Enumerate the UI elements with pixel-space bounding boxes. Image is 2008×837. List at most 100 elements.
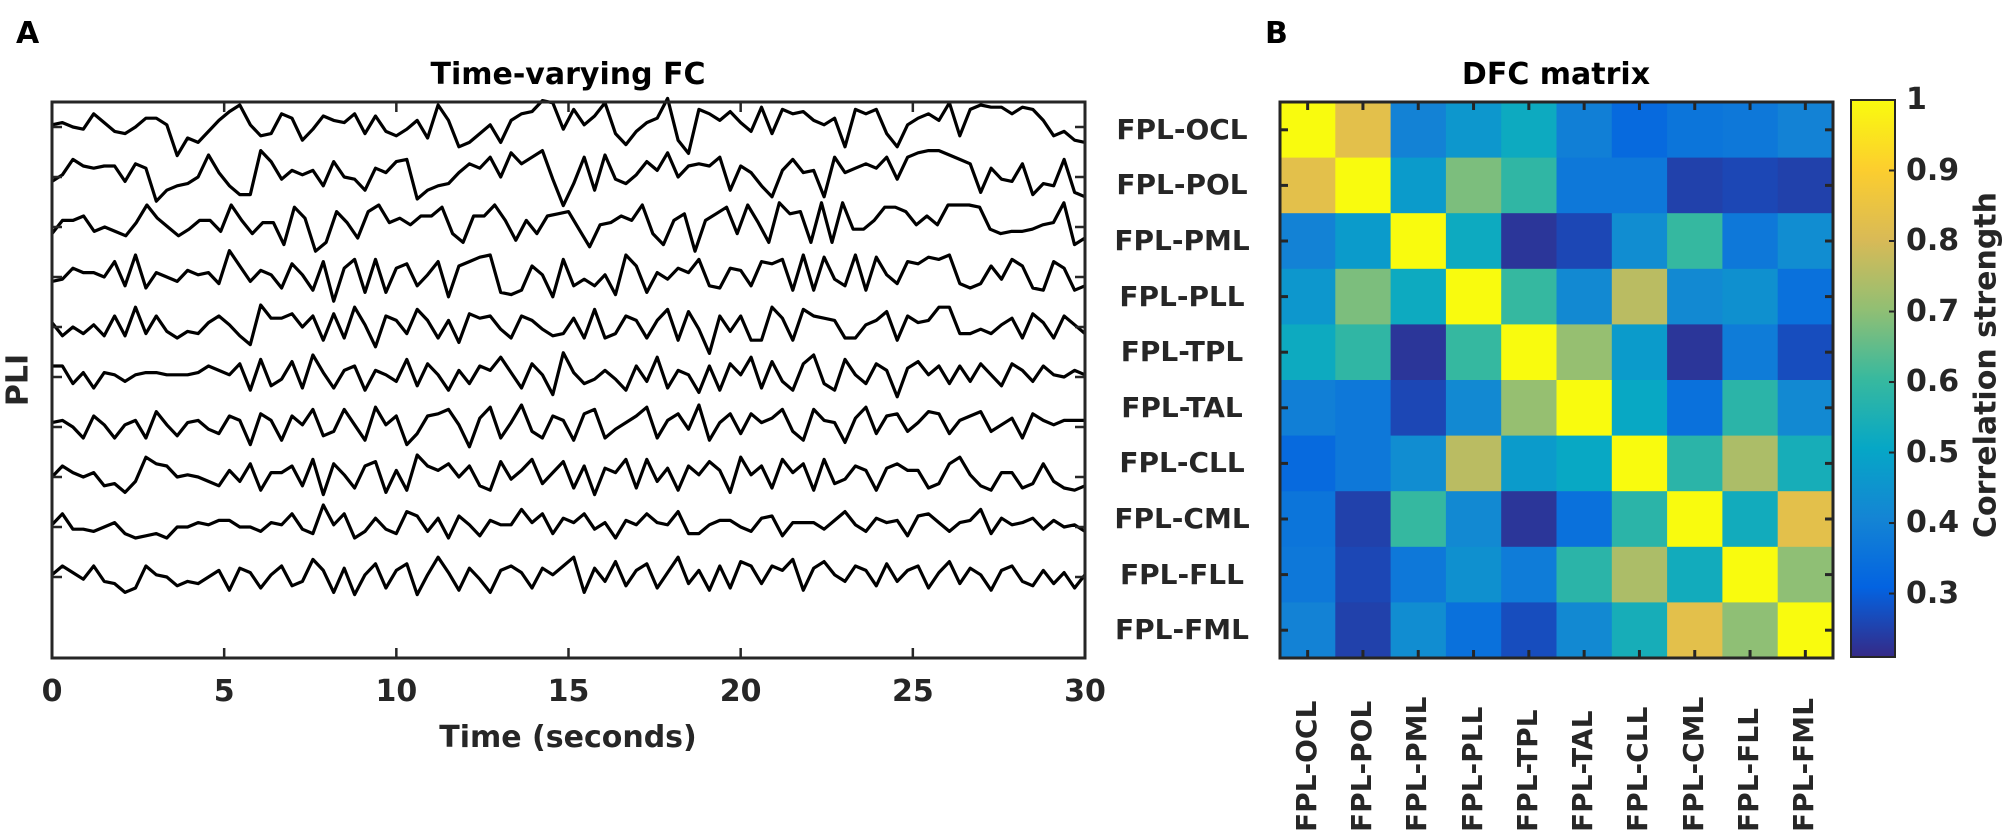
heatmap-cell — [1390, 157, 1447, 214]
heatmap-cell — [1390, 602, 1447, 659]
heatmap-cell — [1501, 602, 1558, 659]
heatmap-cell — [1445, 102, 1502, 159]
x-tick-label: 10 — [375, 674, 418, 709]
heatmap-frame — [1278, 100, 1835, 660]
heatmap-cell — [1280, 602, 1336, 659]
heatmap-cell — [1390, 491, 1447, 548]
heatmap-cell — [1722, 157, 1779, 214]
heatmap-cell — [1777, 435, 1834, 492]
column-label: FPL-PML — [1400, 696, 1434, 832]
heatmap-cell — [1556, 435, 1613, 492]
heatmap-cell — [1611, 324, 1668, 381]
heatmap-cell — [1722, 213, 1779, 270]
heatmap-cell — [1667, 324, 1723, 381]
heatmap-cell — [1280, 102, 1336, 159]
heatmap-cell — [1722, 602, 1779, 659]
row-label: FPL-PLL — [1119, 279, 1245, 313]
heatmap-cell — [1611, 213, 1668, 270]
heatmap-cell — [1501, 324, 1558, 381]
heatmap-cell — [1501, 546, 1558, 603]
heatmap-cell — [1611, 380, 1668, 437]
heatmap-cell — [1611, 102, 1668, 159]
pli-trace — [52, 351, 1086, 399]
row-label: FPL-FLL — [1120, 557, 1244, 591]
colorbar — [1850, 99, 1896, 658]
row-label: FPL-TAL — [1121, 390, 1243, 424]
heatmap-cell — [1390, 546, 1447, 603]
heatmap-cell — [1777, 157, 1834, 214]
row-label: FPL-CML — [1114, 502, 1250, 535]
heatmap-cell — [1556, 324, 1613, 381]
heatmap-cell — [1280, 435, 1336, 492]
heatmap-cell — [1667, 491, 1723, 548]
heatmap-cell — [1335, 268, 1392, 325]
heatmap-cell — [1777, 491, 1834, 548]
colorbar-tick-label: 0.8 — [1906, 223, 1960, 258]
heatmap-cell — [1335, 602, 1392, 659]
heatmap-cell — [1556, 491, 1613, 548]
heatmap-cell — [1335, 380, 1392, 437]
heatmap-cell — [1667, 380, 1723, 437]
x-axis-label: Time (seconds) — [439, 720, 697, 755]
row-label: FPL-CLL — [1119, 446, 1245, 480]
heatmap-cell — [1445, 435, 1502, 492]
heatmap-cell — [1611, 602, 1668, 659]
colorbar-tick-label: 0.4 — [1906, 505, 1960, 541]
colorbar-tick-label: 0.6 — [1906, 364, 1960, 400]
heatmap-cell — [1501, 491, 1558, 548]
heatmap-cell — [1556, 102, 1613, 159]
heatmap-cell — [1667, 546, 1723, 603]
heatmap-cell — [1722, 546, 1779, 603]
row-label: FPL-TPL — [1120, 335, 1244, 369]
pli-trace — [51, 96, 1086, 158]
heatmap-cell — [1556, 602, 1613, 659]
heatmap-cell — [1667, 213, 1723, 270]
heatmap-cell — [1556, 268, 1613, 325]
heatmap-cell — [1501, 157, 1558, 214]
pli-trace — [50, 555, 1087, 597]
heatmap-cell — [1777, 213, 1834, 270]
heatmap-cell — [1777, 380, 1834, 437]
column-label: FPL-CML — [1676, 696, 1710, 832]
heatmap-cell — [1611, 491, 1668, 548]
heatmap-cell — [1390, 324, 1447, 381]
panel-letter-a: A — [16, 16, 40, 51]
heatmap-cell — [1667, 102, 1723, 159]
row-label: FPL-POL — [1116, 168, 1248, 202]
heatmap-cell — [1445, 213, 1502, 270]
column-label: FPL-TAL — [1566, 710, 1600, 832]
x-tick-label: 5 — [213, 674, 235, 709]
heatmap-cell — [1280, 324, 1336, 381]
column-label: FPL-PLL — [1455, 706, 1489, 832]
heatmap-cell — [1501, 435, 1558, 492]
heatmap-cell — [1722, 268, 1779, 325]
heatmap-cell — [1556, 546, 1613, 603]
heatmap-cell — [1556, 213, 1613, 270]
heatmap-cell — [1611, 157, 1668, 214]
pli-trace — [50, 503, 1086, 540]
heatmap-cell — [1611, 546, 1668, 603]
heatmap-cell — [1611, 268, 1668, 325]
heatmap-cell — [1280, 213, 1336, 270]
heatmap-cell — [1280, 491, 1336, 548]
colorbar-tick-label: 0.7 — [1906, 293, 1960, 329]
column-label: FPL-FLL — [1732, 708, 1766, 832]
heatmap-cell — [1335, 435, 1392, 492]
colorbar-tick-label: 0.3 — [1906, 575, 1960, 611]
pli-trace — [50, 303, 1087, 355]
x-tick-label: 0 — [41, 674, 63, 709]
heatmap-cell — [1501, 380, 1558, 437]
heatmap-cell — [1445, 324, 1502, 381]
pli-trace — [51, 149, 1086, 208]
colorbar-tick-label: 1 — [1906, 82, 1927, 117]
heatmap-cell — [1501, 102, 1558, 159]
heatmap-cell — [1445, 491, 1502, 548]
heatmap-cell — [1280, 268, 1336, 325]
heatmap-cell — [1335, 213, 1392, 270]
pli-trace — [50, 453, 1086, 497]
colorbar-label: Correlation strength — [1968, 192, 2004, 538]
x-tick-label: 25 — [891, 674, 934, 709]
row-label: FPL-PML — [1114, 224, 1250, 257]
heatmap-cell — [1722, 102, 1779, 159]
